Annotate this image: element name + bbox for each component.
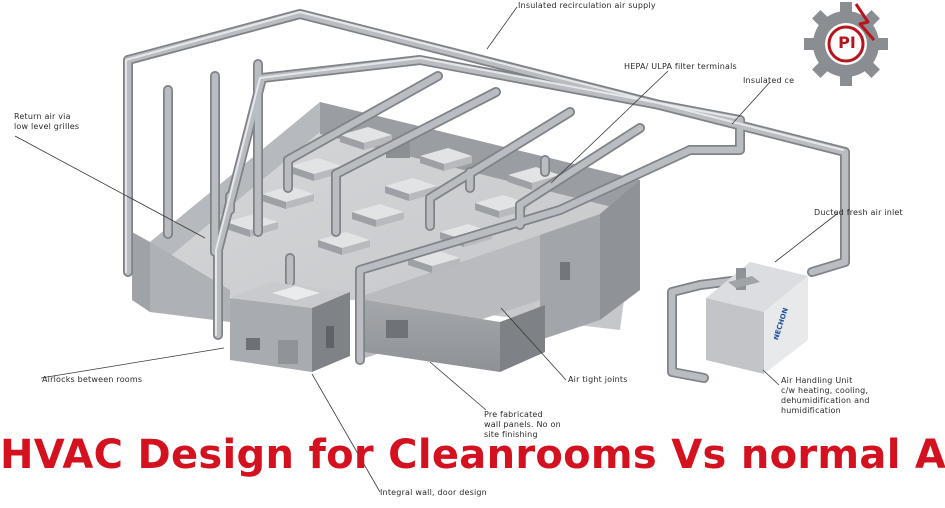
filter-terminal [318, 232, 370, 255]
wall-window [386, 320, 408, 338]
callout-line: Air Handling Unit [781, 376, 853, 385]
airlock-window [246, 338, 260, 350]
callout-line: Pre fabricated [484, 410, 543, 419]
ahu-brand: NECHON [774, 306, 788, 342]
left-end-wall [132, 232, 150, 312]
callout-ahu: Air Handling Unit c/w heating, cooling, … [781, 376, 870, 416]
callout-line: site finishing [484, 430, 538, 439]
gear-logo-icon [804, 2, 888, 86]
left-wall [150, 242, 230, 322]
airlock-side-door [326, 326, 334, 348]
supply-duct-network [123, 9, 850, 383]
callout-line: dehumidification and [781, 396, 870, 405]
air-handling-unit [706, 262, 808, 374]
partition-walls [365, 142, 600, 372]
callout-fresh-air: Ducted fresh air inlet [814, 208, 903, 217]
callout-airlocks: Airlocks between rooms [42, 375, 143, 384]
right-back-wall [320, 102, 640, 214]
wall-window [560, 262, 570, 280]
filter-terminal [262, 186, 314, 209]
callout-integral-wall: Integral wall, door design [380, 488, 487, 497]
callout-line: wall panels. No on [484, 420, 561, 429]
prefab-wall-panel [365, 300, 500, 372]
callout-recirculation: Insulated recirculation air supply [518, 1, 656, 10]
callout-line: Return air via [14, 112, 71, 121]
headline-title: HVAC Design for Cleanrooms Vs normal AC [0, 432, 945, 478]
callout-line: low level grilles [14, 122, 80, 131]
ceiling-filter-terminal [272, 286, 320, 300]
callout-hepa-filters: HEPA/ ULPA filter terminals [624, 62, 737, 71]
callout-line: humidification [781, 406, 841, 415]
callout-air-tight: Air tight joints [568, 375, 628, 384]
filter-terminal [340, 127, 392, 150]
callout-line: c/w heating, cooling, [781, 386, 869, 395]
right-side-wall [600, 180, 640, 320]
filter-terminal [408, 250, 460, 273]
callout-insulated: Insulated ce [743, 76, 795, 85]
airlock-room [230, 282, 350, 372]
filter-terminal [352, 204, 404, 227]
ahu-brand-frame: NECHON [774, 300, 788, 348]
callout-prefab-panels: Pre fabricated wall panels. No on site f… [484, 410, 561, 440]
callout-return-air: Return air via low level grilles [14, 112, 79, 132]
leader-lines [14, 6, 839, 493]
filter-terminal [420, 148, 472, 171]
logo-letters: PI [838, 33, 856, 52]
airlock-door [278, 340, 298, 364]
filter-terminal [385, 178, 437, 201]
